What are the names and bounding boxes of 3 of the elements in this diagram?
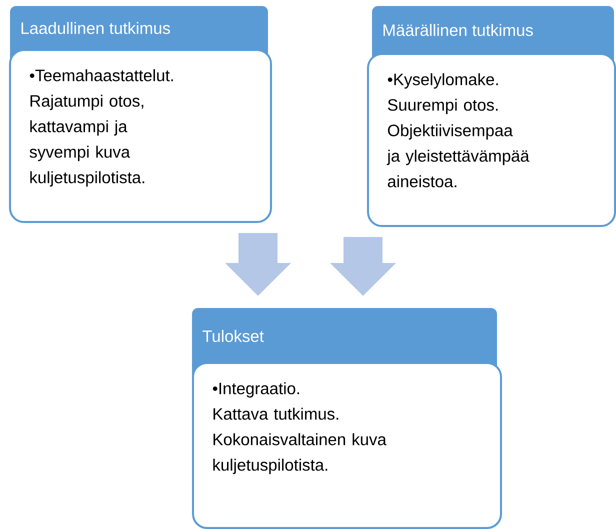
body-box: •Integraatio. Kattava tutkimus. Kokonaisvaltainen kuva kuljetuspilotista. (192, 362, 502, 529)
body-box: •Kyselylomake. Suurempi otos. Objektiivisempaa ja yleistettävämpää aineistoa. (367, 53, 616, 227)
body-box: •Teemahaastattelut. Rajatumpi otos, kattavampi ja syvempi kuva kuljetuspilotista. (9, 49, 272, 223)
